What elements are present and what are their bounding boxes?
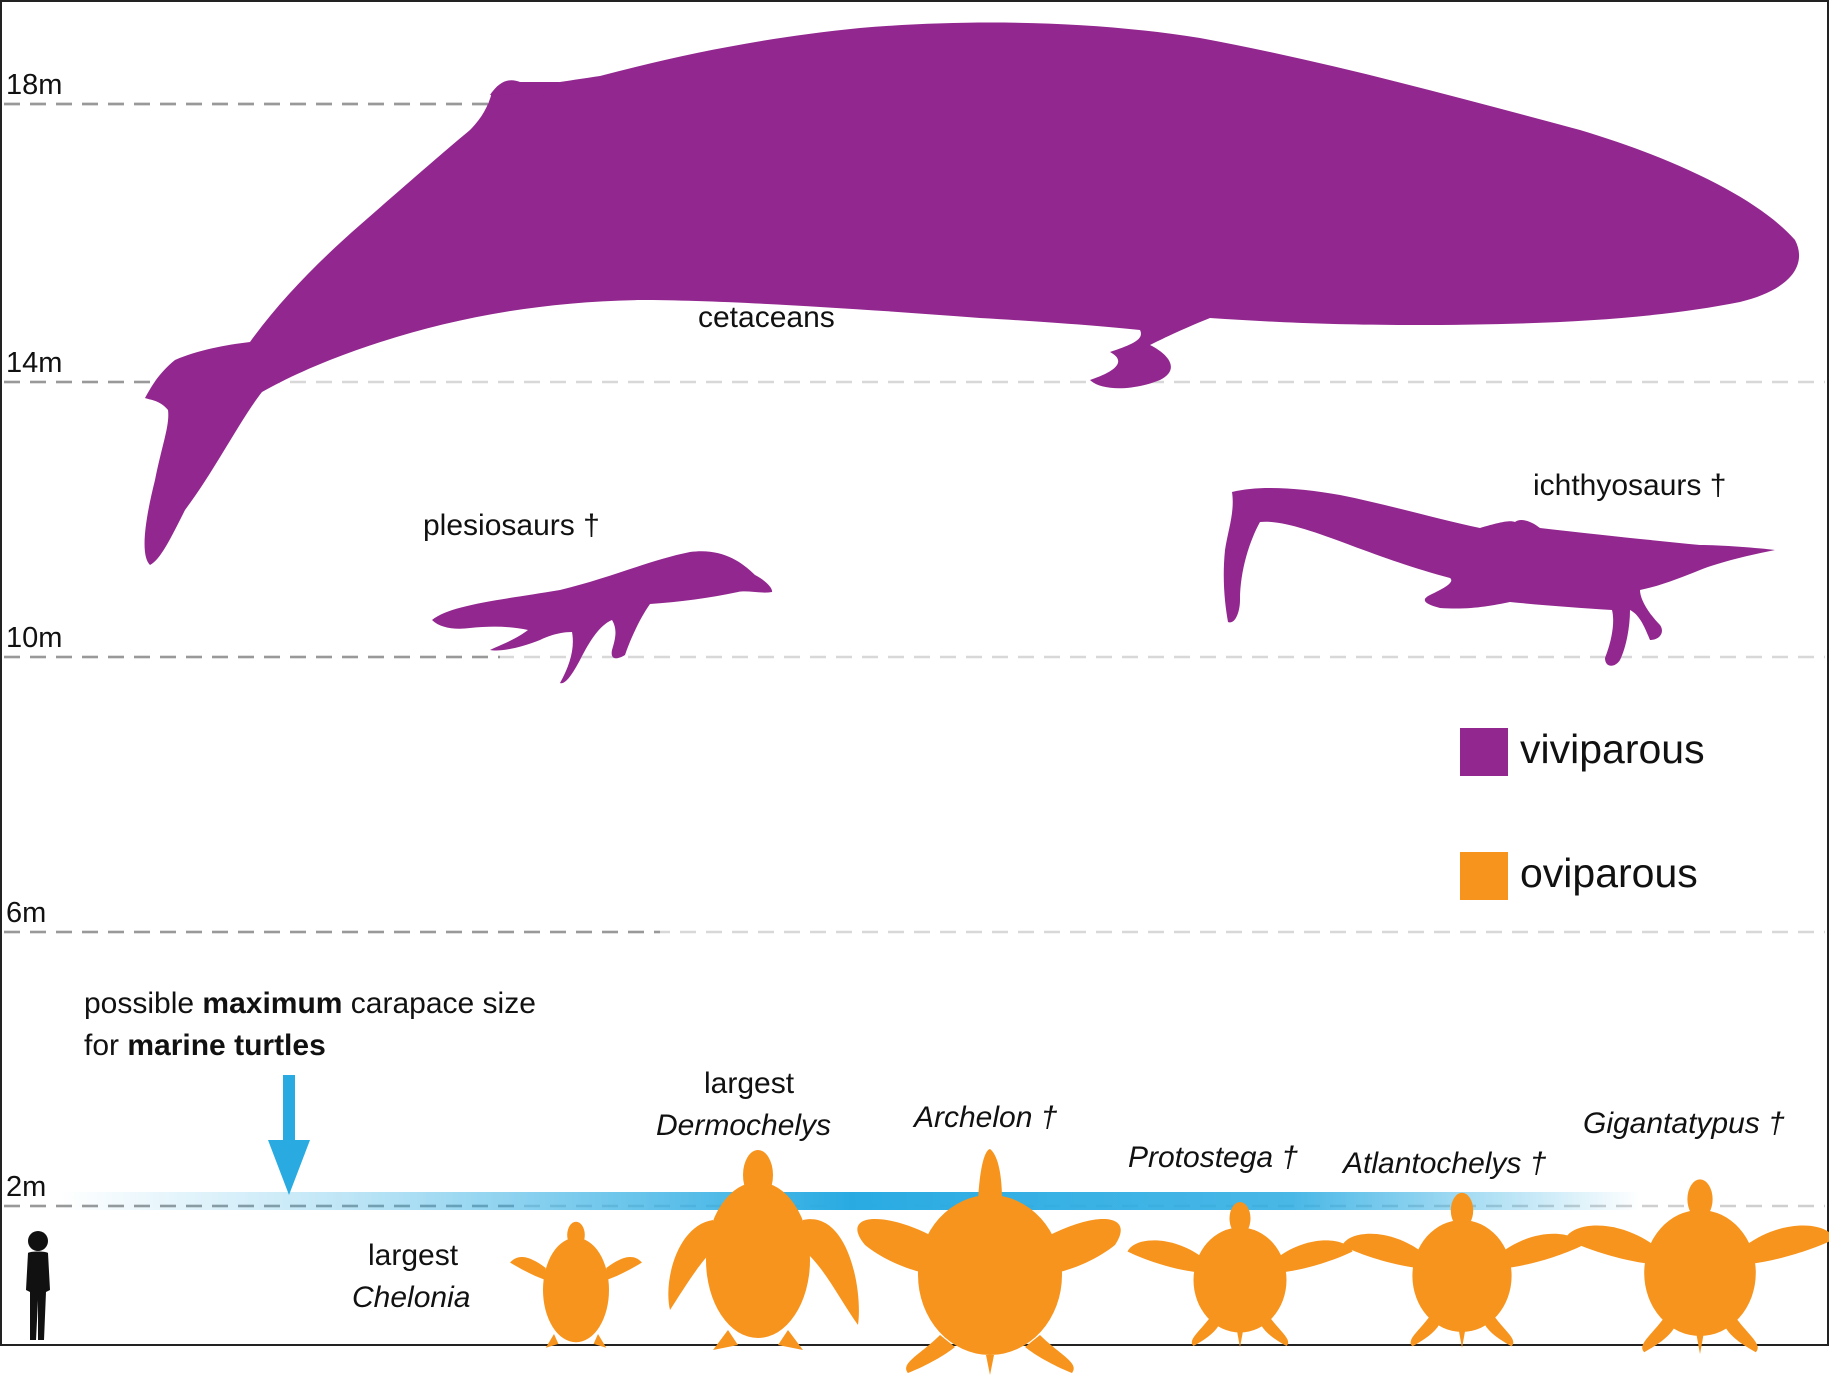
label-dermochelys-line1: largest [704, 1067, 795, 1100]
annotation-emphasis: maximum [202, 987, 343, 1020]
scale-label-10m: 10m [6, 622, 63, 654]
annotation-emphasis: marine turtles [127, 1029, 326, 1062]
label-cetaceans: cetaceans [698, 301, 835, 334]
atlantochelys-silhouette [1342, 1192, 1582, 1348]
scale-label-2m: 2m [6, 1171, 47, 1203]
label-protostega: Protostega † [1128, 1141, 1299, 1174]
label-ichthyosaurs: ichthyosaurs † [1533, 469, 1727, 502]
label-chelonia-line1: largest [368, 1239, 459, 1272]
plesiosaur-silhouette [432, 551, 773, 684]
chelonia-silhouette [510, 1221, 642, 1348]
scale-label-18m: 18m [6, 69, 63, 101]
legend-viviparous-swatch [1460, 728, 1508, 776]
max-carapace-band [60, 1192, 1640, 1210]
protostega-silhouette [1127, 1202, 1353, 1348]
annotation-line-2: for marine turtles [84, 1028, 326, 1064]
down-arrow-icon [268, 1075, 310, 1195]
label-atlantochelys: Atlantochelys † [1343, 1147, 1547, 1180]
label-gigantatypus: Gigantatypus † [1583, 1107, 1785, 1140]
annotation-text: for [84, 1029, 128, 1062]
dermochelys-silhouette [668, 1150, 859, 1350]
cetacean-dorsal [490, 80, 560, 96]
label-plesiosaurs: plesiosaurs † [423, 509, 600, 542]
label-archelon: Archelon † [914, 1101, 1058, 1134]
label-chelonia-line2: Chelonia [352, 1281, 471, 1314]
human-silhouette-icon [26, 1231, 50, 1340]
cetacean-silhouette [144, 22, 1800, 565]
legend-oviparous-label: oviparous [1520, 850, 1698, 896]
ichthyosaur-silhouette [1223, 488, 1775, 666]
scale-label-6m: 6m [6, 897, 47, 929]
annotation-text: possible [84, 987, 203, 1020]
scale-label-14m: 14m [6, 347, 63, 379]
annotation-line-1: possible maximum carapace size [84, 986, 536, 1022]
archelon-silhouette [857, 1149, 1121, 1375]
label-dermochelys-line2: Dermochelys [656, 1109, 832, 1142]
legend-viviparous-label: viviparous [1520, 726, 1705, 772]
legend-oviparous-swatch [1460, 852, 1508, 900]
annotation-text: carapace size [342, 987, 536, 1020]
